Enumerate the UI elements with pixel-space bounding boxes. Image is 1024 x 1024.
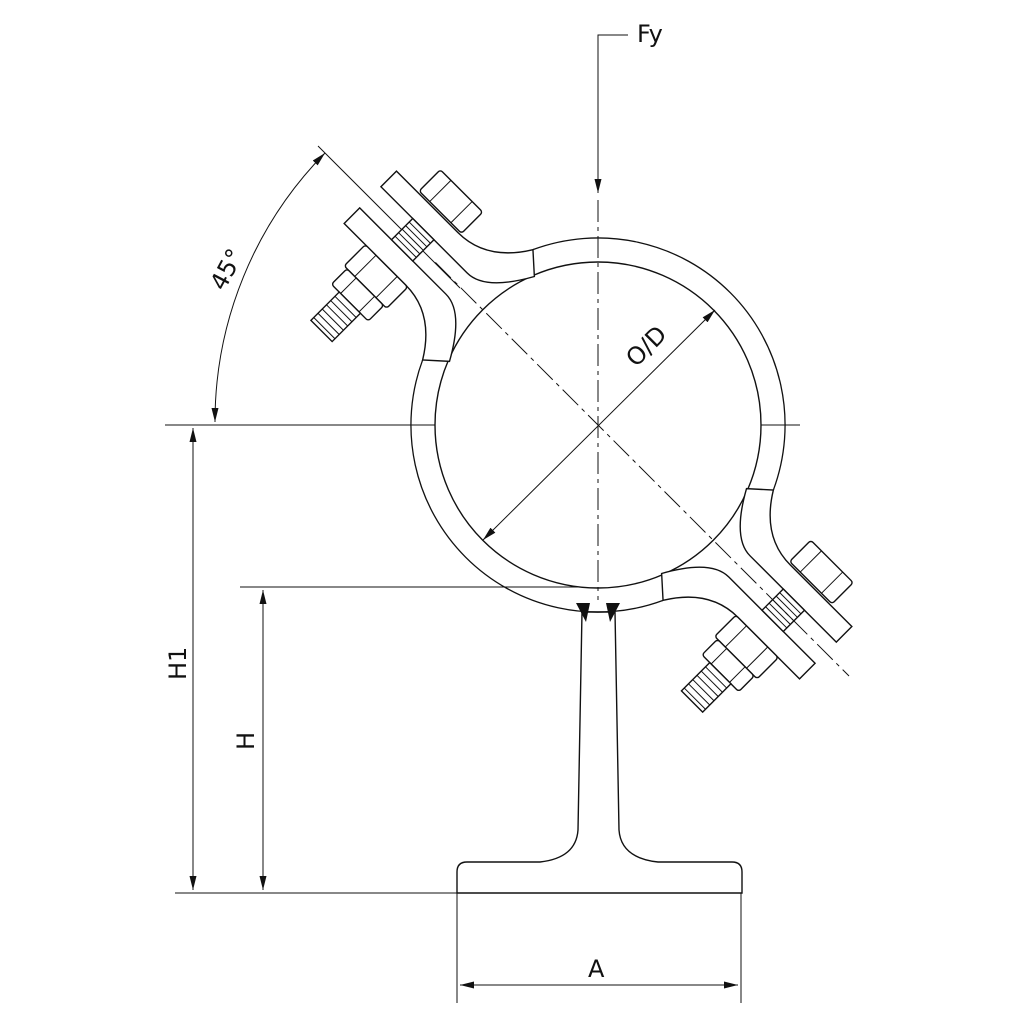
clamp-band-upper <box>532 237 786 491</box>
angle-extension-line <box>317 145 461 289</box>
h-label: H <box>232 732 260 750</box>
base-support <box>456 611 743 894</box>
od-dimension <box>482 309 716 541</box>
angle-label: 45° <box>205 244 250 295</box>
clamp-band-lower <box>410 359 664 613</box>
force-arrow <box>594 34 628 193</box>
a-label: A <box>588 955 605 983</box>
force-label: Fy <box>637 20 663 48</box>
h1-label: H1 <box>164 647 192 680</box>
angle-45-arc <box>211 152 326 423</box>
weld-mark <box>576 603 620 622</box>
